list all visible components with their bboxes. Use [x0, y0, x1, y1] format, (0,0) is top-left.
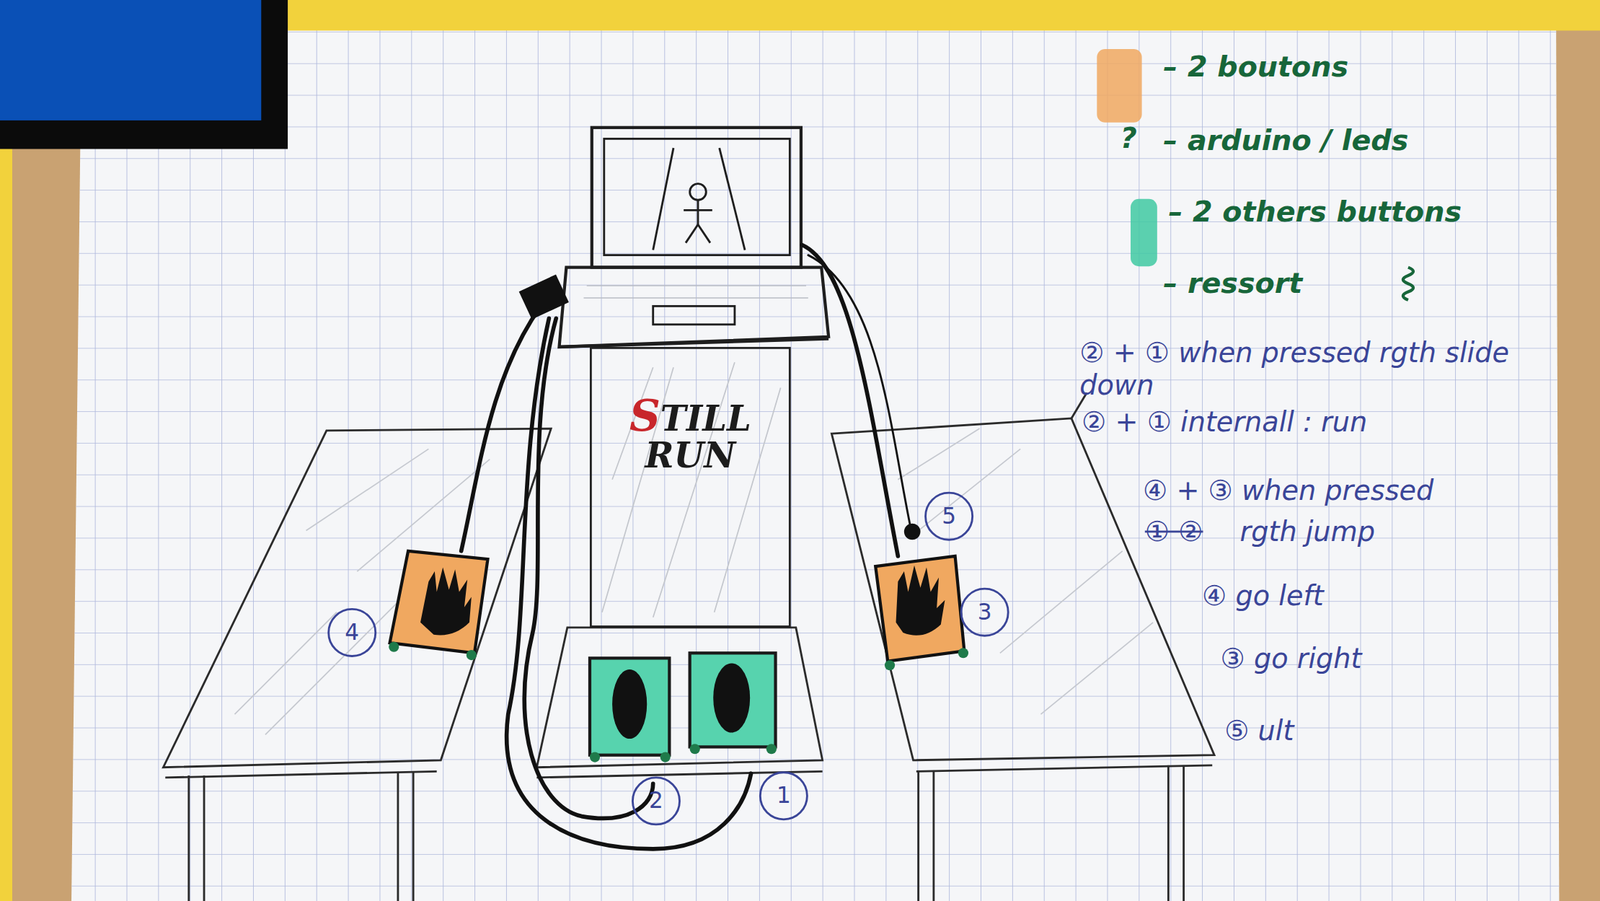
crossed-note: ① ② — [1145, 514, 1237, 548]
foot-platform — [536, 627, 822, 768]
control-note: ④ go left — [1201, 578, 1509, 612]
side-tables — [162, 392, 1215, 901]
ult-button — [904, 523, 921, 541]
control-note: rgth jump — [1239, 514, 1546, 548]
callout-circle: 1 — [759, 770, 809, 820]
callout-circle: 3 — [960, 587, 1010, 637]
hand-pads — [388, 550, 969, 670]
callout-circle: 4 — [327, 607, 377, 657]
legend-swatch — [1096, 49, 1142, 123]
control-note: ③ go right — [1220, 642, 1528, 675]
logo-text: STILL RUN — [628, 398, 752, 474]
callout-circle: 5 — [924, 491, 974, 541]
question-mark: ? — [1120, 122, 1162, 156]
spring-symbol — [1403, 267, 1414, 300]
callout-circle: 2 — [631, 775, 681, 825]
corner-frame — [0, 0, 288, 150]
legend-swatch — [1130, 199, 1158, 267]
yellow-band — [287, 0, 1600, 31]
callout-number: 3 — [977, 600, 993, 623]
laptop — [559, 127, 830, 347]
control-note: ④ + ③ when pressed — [1142, 474, 1551, 507]
control-note: ⑤ ult — [1224, 713, 1531, 747]
wires — [461, 244, 912, 848]
legend-text: – ressort — [1163, 267, 1303, 300]
foot-pads — [589, 652, 777, 762]
corner-block — [0, 0, 262, 121]
paper-sheet — [71, 28, 1559, 901]
callout-number: 4 — [344, 620, 360, 644]
legend-text: – 2 boutons — [1163, 51, 1349, 84]
control-note: ② + ① when pressed rgth slide down — [1079, 336, 1539, 403]
callout-number: 2 — [648, 789, 664, 812]
usb-hub — [519, 273, 569, 319]
note-line: – arduino / leds — [1163, 124, 1551, 158]
keyboard-keys — [583, 285, 808, 298]
callout-number: 5 — [941, 504, 957, 528]
paper-grid — [71, 28, 1559, 901]
legend-text: – 2 others buttons — [1168, 196, 1462, 229]
stand-hatching — [602, 361, 781, 618]
callout-number: 1 — [776, 784, 791, 807]
control-note: ② + ① internall : run — [1081, 405, 1551, 439]
stand-panel: STILL RUN — [589, 346, 791, 628]
yellow-border — [0, 142, 13, 901]
